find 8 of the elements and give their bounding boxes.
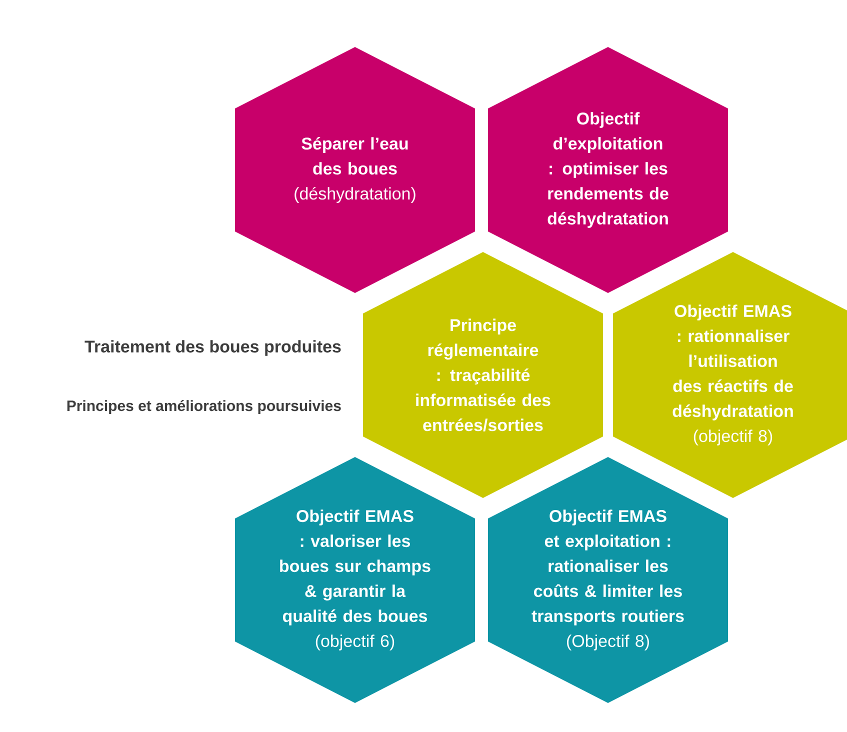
hexagon: Principe réglementaire : traçabilité informatisée des entrées/sorties [363,252,603,498]
hexagon: Objectif d’exploitation : optimiser les rendements de déshydratation [488,47,728,293]
hexagon: Objectif EMAS : valoriser les boues sur champs & garantir la qualité des boues (objectif 6) [235,457,475,703]
heading-text: Traitement des boues produites [84,340,341,356]
hexagon: Objectif EMAS : rationnaliser l’utilisation des réactifs de déshydratation (objectif 8) [613,252,847,498]
hexagon: Objectif EMAS et exploitation : rationaliser les coûts & limiter les transports routiers (Objectif 8) [488,457,728,703]
hexagon: Séparer l’eau des boues (déshydratation) [235,47,475,293]
heading-text: Principes et améliorations poursuivies [67,400,341,414]
